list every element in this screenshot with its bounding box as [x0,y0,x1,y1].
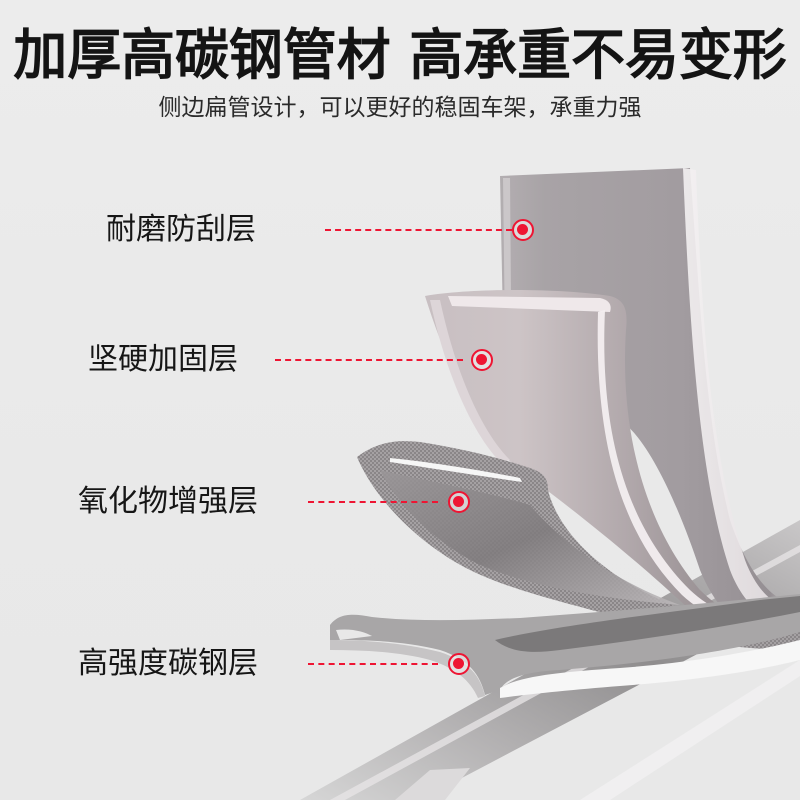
leader-line-reinforcement [275,359,463,361]
layer-label-wear-resistant: 耐磨防刮层 [106,212,256,247]
target-marker-icon [448,491,470,513]
headline-title: 加厚高碳钢管材 高承重不易变形 [13,23,787,87]
target-marker-icon [471,349,493,371]
headline-subtitle: 侧边扁管设计，可以更好的稳固车架，承重力强 [158,95,642,121]
target-marker-icon [448,653,470,675]
leader-line-oxide-enhanced [308,501,438,503]
layer-label-reinforcement: 坚硬加固层 [88,342,238,377]
leader-line-carbon-steel [308,663,438,665]
target-marker-icon [512,219,534,241]
layer-label-carbon-steel: 高强度碳钢层 [78,646,258,681]
layer-label-oxide-enhanced: 氧化物增强层 [78,484,258,519]
leader-line-wear-resistant [325,229,512,231]
